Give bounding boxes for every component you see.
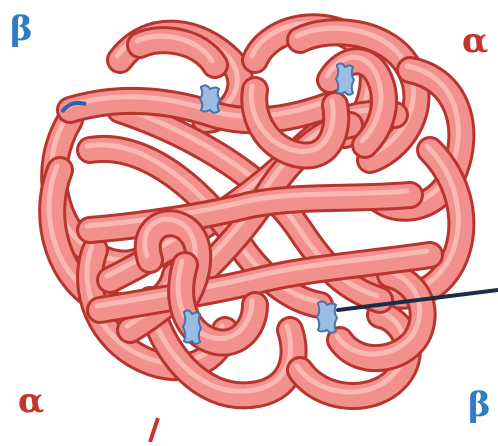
globin-chains bbox=[49, 23, 461, 396]
alpha-subunit-label-top-right: α bbox=[462, 24, 488, 58]
heme-group-icon bbox=[336, 63, 354, 94]
globin-tube bbox=[137, 36, 215, 65]
alpha-subunit-label-bottom-left: α bbox=[18, 384, 44, 418]
heme-group-icon bbox=[317, 301, 337, 332]
beta-subunit-label-bottom-right: β bbox=[468, 388, 491, 422]
globin-tube bbox=[67, 97, 330, 120]
beta-subunit-label-top-left: β bbox=[10, 12, 33, 46]
edge-mark-bottom bbox=[150, 418, 158, 442]
heme-group-icon bbox=[183, 310, 201, 343]
heme-group-icon bbox=[200, 85, 220, 112]
